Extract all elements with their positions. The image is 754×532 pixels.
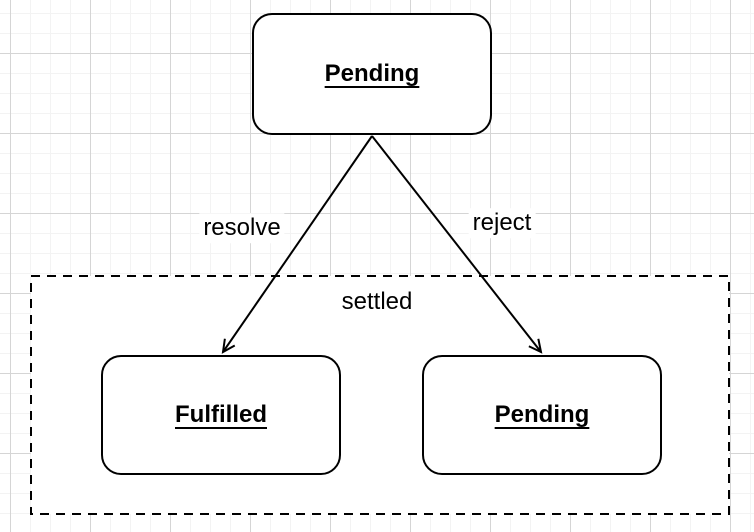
state-pending-settled-label: Pending [494,401,590,428]
state-pending-initial[interactable]: Pending [252,13,492,135]
container-label-settled[interactable]: settled [337,287,417,317]
edge-label-reject[interactable]: reject [468,208,536,238]
state-fulfilled-label: Fulfilled [175,401,267,428]
state-fulfilled[interactable]: Fulfilled [101,355,341,475]
state-pending-settled[interactable]: Pending [422,355,662,475]
resolve-arrow[interactable] [221,135,373,354]
state-pending-initial-label: Pending [324,60,420,87]
edge-label-resolve[interactable]: resolve [199,213,285,243]
reject-arrow[interactable] [371,135,543,354]
